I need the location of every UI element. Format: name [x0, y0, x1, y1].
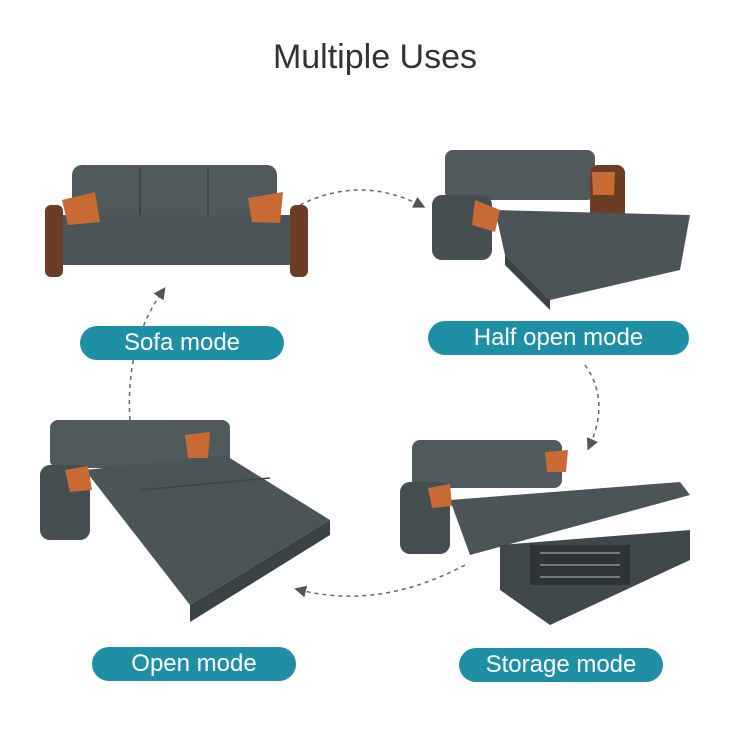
open-mode-image	[40, 420, 330, 622]
half-open-mode-label: Half open mode	[428, 321, 689, 355]
cycle-arrow-right	[584, 364, 600, 451]
cycle-arrow-bottom	[294, 564, 466, 598]
sofa-mode-label: Sofa mode	[80, 326, 284, 360]
half-open-mode-image	[432, 150, 690, 310]
sofa-mode-image	[45, 165, 308, 277]
open-mode-label: Open mode	[92, 647, 296, 681]
storage-mode-image	[400, 440, 690, 625]
cycle-arrow-top	[299, 189, 426, 208]
page-title: Multiple Uses	[272, 38, 478, 76]
cycle-arrow-left	[128, 287, 166, 421]
storage-mode-label: Storage mode	[459, 648, 663, 682]
